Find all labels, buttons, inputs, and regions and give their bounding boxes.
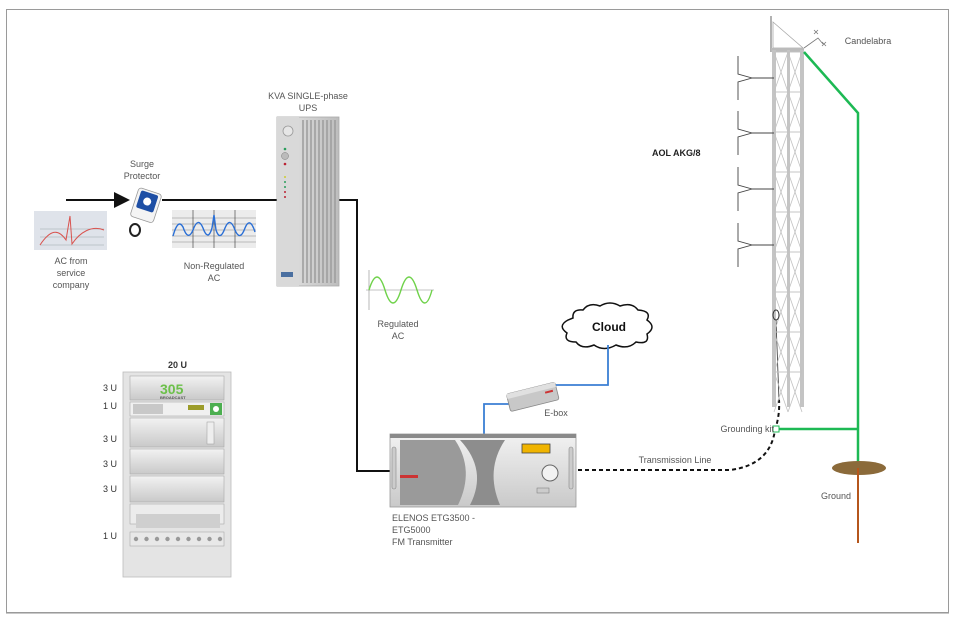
rack-title: 20 U [168, 360, 188, 370]
tower-strut [773, 291, 789, 333]
tower-strut [787, 291, 803, 333]
surge-protector-label: Surge Protector [123, 159, 161, 181]
ground-label: Ground [820, 491, 852, 501]
tower-strut [787, 51, 803, 93]
ground-line [778, 51, 860, 468]
tower-strut [773, 371, 789, 413]
cloud-label: Cloud [592, 320, 626, 334]
tower-strut [787, 211, 803, 253]
transmission-line-label: Transmission Line [638, 455, 712, 465]
tower-strut [787, 371, 803, 413]
tower-strut [773, 251, 789, 293]
rack-connector [165, 536, 170, 542]
antenna-label: AOL AKG/8 [652, 148, 701, 158]
rack-unit-label: 3 U [103, 459, 118, 469]
tower-strut [787, 331, 803, 373]
dipole-antenna [737, 167, 774, 211]
rack-unit-label: 3 U [103, 383, 118, 393]
regulated-waveform [366, 270, 434, 310]
tower-strut [787, 251, 803, 293]
dipole-antenna [737, 56, 774, 100]
cable-loop [772, 309, 780, 321]
dipole-antenna [737, 223, 774, 267]
tower-strut [787, 91, 803, 133]
non-regulated-ac-label: Non-Regulated AC [183, 261, 245, 283]
regulated-ac-label: Regulated AC [377, 319, 419, 341]
tower-strut [773, 331, 789, 373]
tower-strut [773, 51, 789, 93]
power-line [66, 192, 392, 472]
ac-source-label: AC from service company [52, 256, 90, 290]
rack-brand-sub: BROADCAST [160, 395, 186, 400]
ac-source-waveform [34, 211, 107, 250]
grounding-kit-connector [772, 425, 780, 433]
tower-strut [773, 211, 789, 253]
dipole-antenna [737, 111, 774, 155]
rack-connector [175, 536, 181, 542]
tower-strut [773, 131, 789, 173]
rack-unit-label: 1 U [103, 531, 118, 541]
transmitter-label: ELENOS ETG3500 - ETG5000 FM Transmitter [392, 513, 476, 547]
cloud-shape [561, 302, 653, 350]
candelabra-label: Candelabra [844, 36, 892, 46]
non-regulated-waveform [172, 210, 256, 248]
rack-brand-logo: 305 [160, 381, 184, 397]
ebox-device [506, 382, 560, 412]
rack-connector [217, 536, 223, 542]
ups-device [276, 116, 340, 287]
rack-unit-label: 3 U [103, 484, 118, 494]
tower-strut [773, 171, 789, 213]
rack-connector [154, 536, 160, 542]
fm-transmitter-device [389, 433, 577, 508]
rack-connector [207, 536, 212, 542]
candelabra-icon [803, 29, 827, 49]
equipment-rack: 305 BROADCAST [122, 371, 232, 578]
data-line [483, 345, 609, 434]
surge-protector-device [129, 187, 162, 237]
grounding-kit-label: Grounding kit [720, 424, 774, 434]
ups-label: KVA SINGLE-phase UPS [268, 91, 348, 113]
rack-unit-label: 1 U [103, 401, 118, 411]
tower-strut [787, 131, 803, 173]
rack-connector [196, 536, 202, 542]
ebox-label: E-box [544, 408, 568, 418]
rack-connector [133, 536, 139, 542]
antenna-tower [770, 16, 805, 413]
tower-strut [787, 171, 803, 213]
antenna-array [737, 56, 774, 267]
rack-connector [144, 536, 149, 542]
rack-unit-label: 3 U [103, 434, 118, 444]
rack-connector [186, 536, 191, 542]
tower-strut [773, 91, 789, 133]
